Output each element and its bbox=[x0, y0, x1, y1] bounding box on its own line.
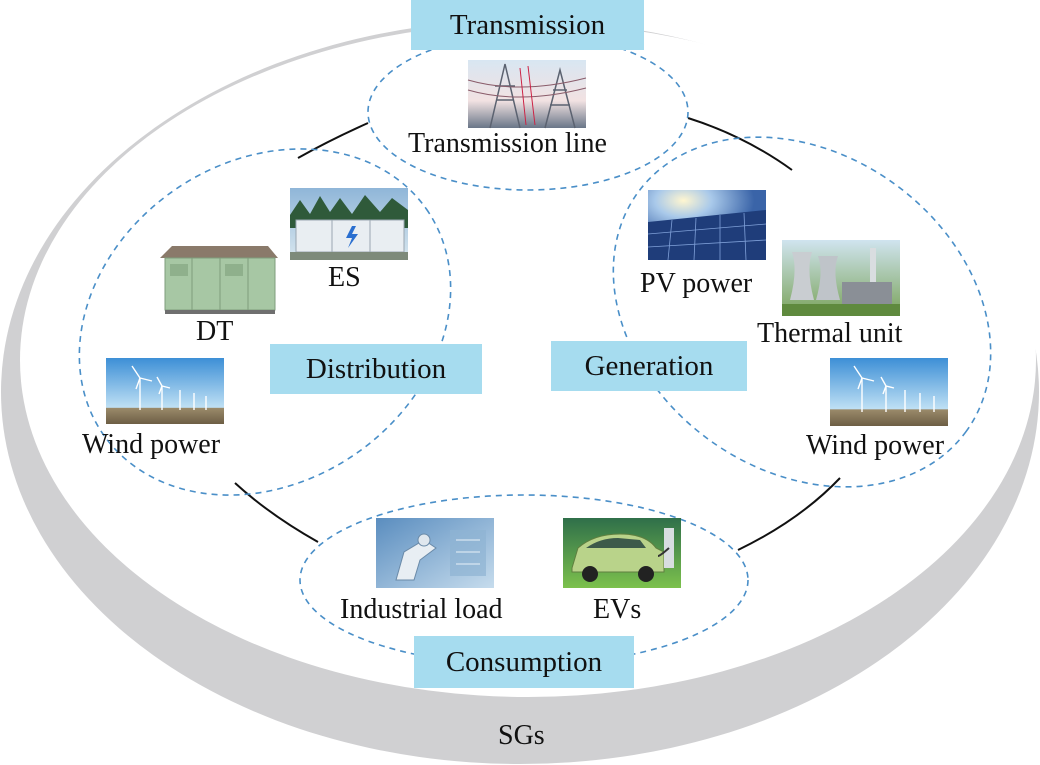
wind-power-left-label: Wind power bbox=[82, 429, 221, 460]
wind-turbine-photo-left bbox=[106, 358, 224, 424]
transmission-line-label: Transmission line bbox=[408, 128, 607, 159]
connector-transmission-generation bbox=[687, 117, 793, 171]
energy-storage-photo bbox=[290, 188, 408, 260]
transmission-tower-photo bbox=[467, 60, 587, 129]
connector-transmission-distribution bbox=[297, 122, 369, 159]
distribution-transformer-photo bbox=[160, 246, 278, 314]
generation-group-ellipse bbox=[612, 136, 992, 488]
solar-panel-photo bbox=[647, 190, 767, 261]
pv-power-label: PV power bbox=[640, 268, 753, 299]
inner-plate bbox=[20, 23, 1036, 697]
consumption-box: Consumption bbox=[414, 636, 634, 688]
evs-label: EVs bbox=[593, 594, 642, 625]
transmission-box: Transmission bbox=[411, 0, 644, 50]
distribution-group-ellipse bbox=[78, 148, 452, 496]
thermal-unit-label: Thermal unit bbox=[757, 318, 903, 349]
industrial-load-label: Industrial load bbox=[340, 594, 503, 625]
wind-turbine-photo-right bbox=[830, 358, 948, 426]
connector-generation-consumption bbox=[737, 477, 841, 551]
sgs-label: SGs bbox=[498, 720, 545, 751]
electric-vehicle-photo bbox=[563, 518, 681, 588]
connector-distribution-consumption bbox=[234, 482, 319, 543]
distribution-box: Distribution bbox=[270, 344, 482, 394]
wind-power-right-label: Wind power bbox=[806, 430, 945, 461]
dt-label: DT bbox=[196, 316, 234, 347]
generation-box: Generation bbox=[551, 341, 747, 391]
es-label: ES bbox=[328, 262, 361, 293]
industrial-robot-photo bbox=[376, 518, 494, 588]
thermal-plant-photo bbox=[782, 240, 900, 316]
